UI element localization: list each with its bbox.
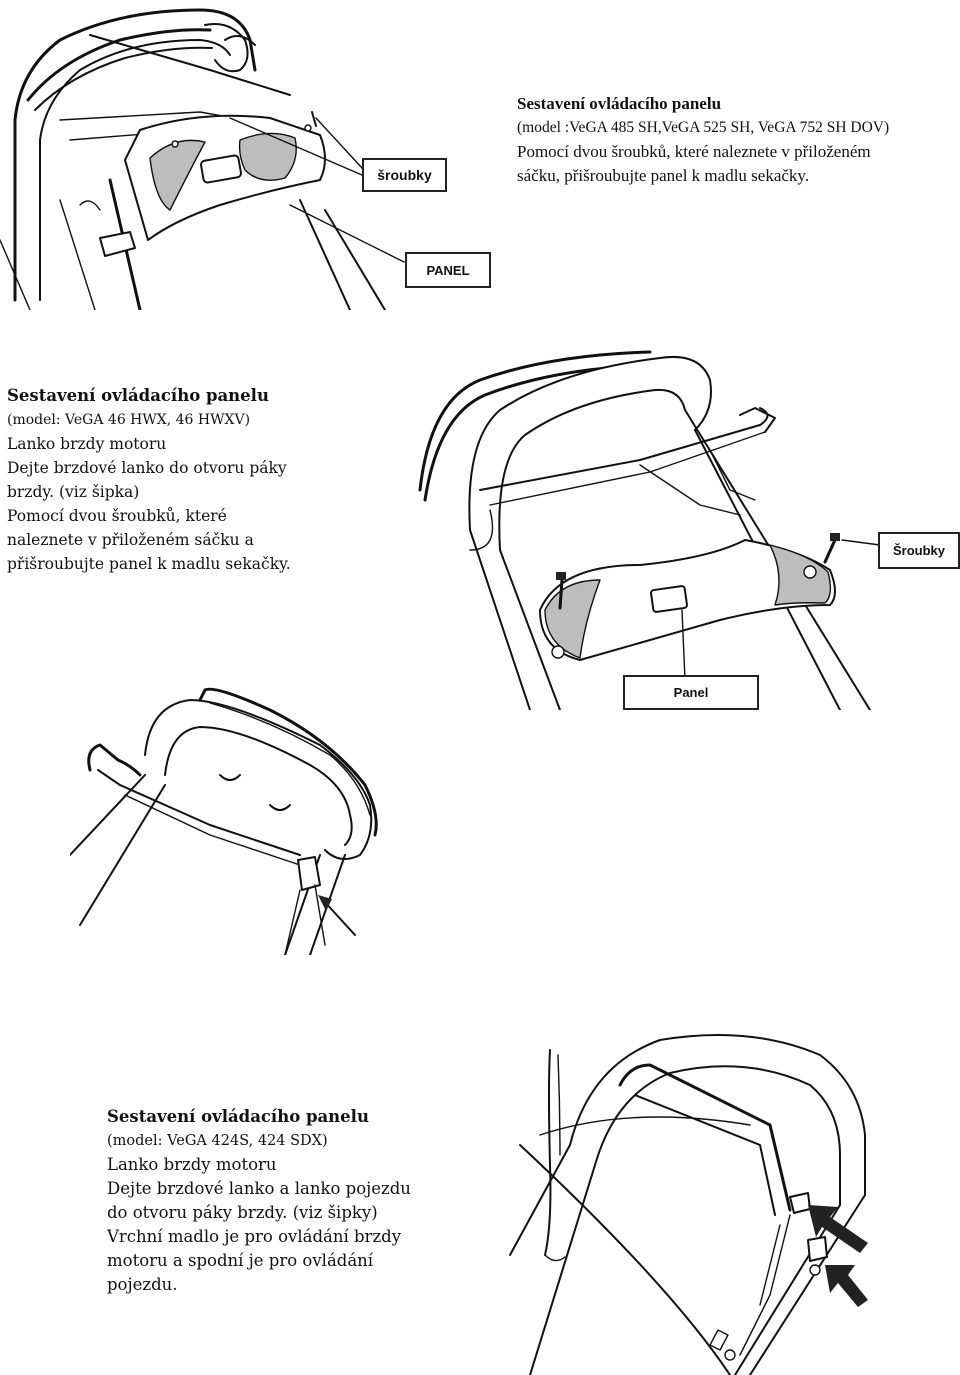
callout-panel-1: PANEL [405, 252, 491, 288]
section-3-line-3: do otvoru páky brzdy. (viz šipky) [107, 1203, 378, 1222]
section-3-line-6: pojezdu. [107, 1275, 178, 1294]
section-2-text: Sestavení ovládacího panelu (model: VeGA… [7, 384, 407, 576]
section-2-line-3: brzdy. (viz šipka) [7, 483, 140, 501]
figure-1-drawing [0, 8, 405, 310]
section-2-line-2: Dejte brzdové lanko do otvoru páky [7, 459, 287, 477]
figure-2-panel-assembly [410, 340, 890, 710]
callout-screws-1-label: šroubky [377, 167, 432, 183]
section-2-line-6: přišroubujte panel k madlu sekačky. [7, 555, 291, 573]
callout-panel-2-label: Panel [673, 685, 709, 700]
figure-3-brake-cable [70, 685, 400, 955]
figure-3-drawing [70, 687, 378, 955]
section-2-model: (model: VeGA 46 HWX, 46 HWXV) [7, 412, 251, 428]
section-1-title: Sestavení ovládacího panelu [517, 94, 722, 113]
section-3-model: (model: VeGA 424S, 424 SDX) [107, 1133, 328, 1149]
section-1-model: (model :VeGA 485 SH,VeGA 525 SH, VeGA 75… [517, 119, 890, 136]
section-2-line-5: naleznete v přiloženém sáčku a [7, 531, 254, 549]
section-1-line-1: Pomocí dvou šroubků, které naleznete v p… [517, 142, 871, 161]
section-2-line-1: Lanko brzdy motoru [7, 435, 167, 453]
section-3-title: Sestavení ovládacího panelu [107, 1107, 369, 1126]
figure-4-brake-and-drive-cables [490, 1025, 890, 1375]
figure-2-drawing [418, 350, 881, 710]
section-1-line-2: sáčku, přišroubujte panel k madlu sekačk… [517, 166, 810, 185]
figure-4-drawing [509, 1034, 868, 1375]
section-2-line-4: Pomocí dvou šroubků, které [7, 507, 227, 525]
section-3-text: Sestavení ovládacího panelu (model: VeGA… [107, 1105, 447, 1297]
callout-panel-2: Panel [623, 675, 759, 710]
section-1-text: Sestavení ovládacího panelu (model :VeGA… [517, 92, 957, 188]
callout-screws-2: Šroubky [878, 532, 960, 569]
callout-screws-2-label: Šroubky [892, 543, 945, 558]
callout-screws-1: šroubky [362, 158, 447, 192]
section-3-line-1: Lanko brzdy motoru [107, 1155, 277, 1174]
section-3-line-2: Dejte brzdové lanko a lanko pojezdu [107, 1179, 411, 1198]
section-2-title: Sestavení ovládacího panelu [7, 386, 269, 405]
figure-1-panel-assembly [0, 0, 500, 310]
section-3-line-4: Vrchní madlo je pro ovládání brzdy [107, 1227, 402, 1246]
callout-panel-1-label: PANEL [426, 262, 470, 278]
section-3-line-5: motoru a spodní je pro ovládání [107, 1251, 374, 1270]
